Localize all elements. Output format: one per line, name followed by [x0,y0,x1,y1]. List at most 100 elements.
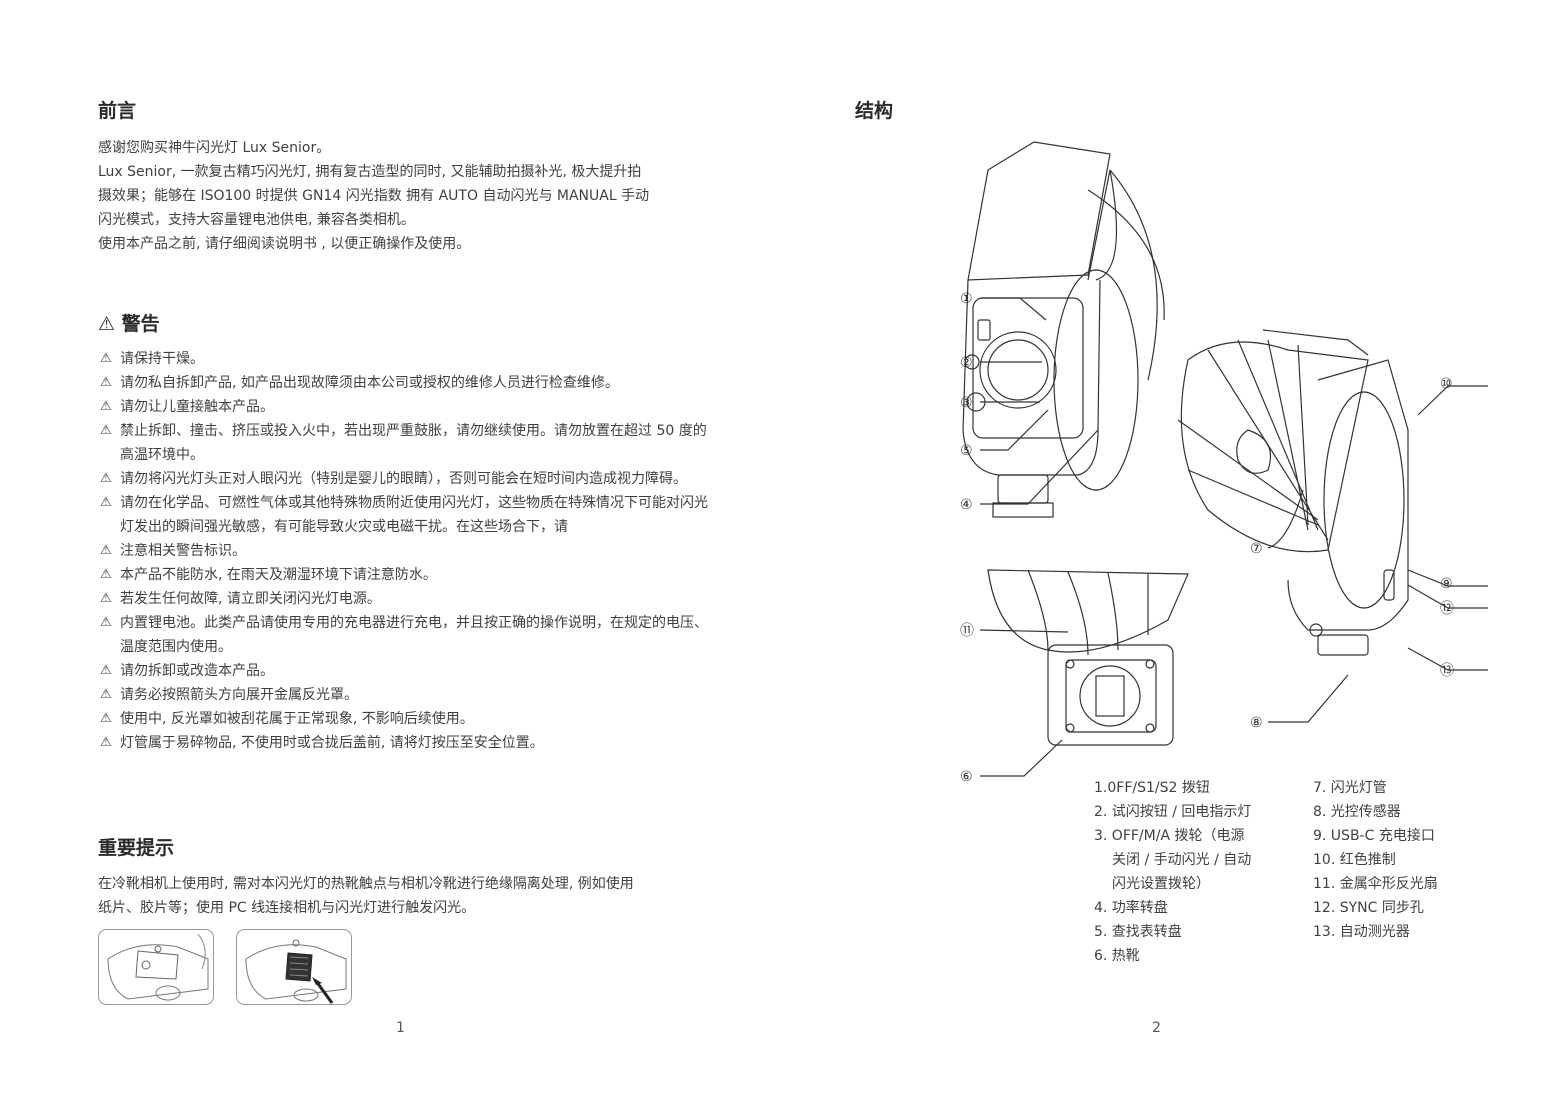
list-item: ⚠ 请勿在化学品、可燃性气体或其他特殊物质附近使用闪光灯，这些物质在特殊情况下可能… [100,491,710,539]
warning-item-text: 请务必按照箭头方向展开金属反光罩。 [120,687,358,703]
callout-13: ⑬ [1440,663,1454,679]
hot-shoe-front [997,474,1049,504]
warning-triangle-icon: ⚠ [100,615,112,630]
list-item: ⚠ 请保持干燥。 [100,347,710,371]
page-number: 2 [1152,1020,1161,1036]
warning-item-text: 请保持干燥。 [120,351,204,367]
warning-item-text: 请勿让儿童接触本产品。 [120,399,274,415]
warning-triangle-icon: ⚠ [98,313,116,335]
list-item: ⚠ 请勿私自拆卸产品, 如产品出现故障须由本公司或授权的维修人员进行检查维修。 [100,371,710,395]
list-item: ⚠灯管属于易碎物品, 不使用时或合拢后盖前, 请将灯按压至安全位置。 [100,731,710,755]
list-item: ⚠ 请勿让儿童接触本产品。 [100,395,710,419]
legend-item: 13. 自动测光器 [1313,924,1410,940]
legend-item: 4. 功率转盘 [1094,900,1168,916]
flash-body-rear [1287,359,1409,631]
control-panel-front [972,297,1084,439]
warning-triangle-icon: ⚠ [100,711,112,726]
warning-list: ⚠ 请保持干燥。 ⚠ 请勿私自拆卸产品, 如产品出现故障须由本公司或授权的维修人员进… [100,347,710,755]
list-item: ⚠请勿将闪光灯头正对人眼闪光（特别是婴儿的眼睛），否则可能会在短时间内造成视力障… [100,467,710,491]
callout-7: ⑦ [1250,541,1263,557]
list-item: ⚠禁止拆卸、撞击、挤压或投入火中，若出现严重鼓胀，请勿继续使用。请勿放置在超过 … [100,419,710,467]
callout-6: ⑥ [960,769,973,785]
preface-line: 感谢您购买神牛闪光灯 Lux Senior。 [98,140,331,156]
insulated-hotshoe-illustration [236,929,352,1005]
warning-triangle-icon: ⚠ [100,495,112,510]
warning-item-text: 请勿将闪光灯头正对人眼闪光（特别是婴儿的眼睛），否则可能会在短时间内造成视力障碍… [120,471,687,487]
list-item: ⚠使用中, 反光罩如被刮花属于正常现象, 不影响后续使用。 [100,707,710,731]
legend-item: 7. 闪光灯管 [1313,780,1387,796]
legend-item: 闪光设置拨轮） [1112,876,1210,892]
callout-12: ⑫ [1440,601,1454,617]
callout-1: ① [960,291,973,307]
reflector-fan [1087,169,1158,381]
warning-title: ⚠ 警告 [98,309,160,336]
legend-item: 9. USB-C 充电接口 [1313,828,1435,844]
list-item: ⚠ 本产品不能防水, 在雨天及潮湿环境下请注意防水。 [100,563,710,587]
warning-triangle-icon: ⚠ [100,375,112,390]
list-item: ⚠ 内置锂电池。此类产品请使用专用的充电器进行充电，并且按正确的操作说明，在规定的… [100,611,710,659]
warning-item-text: 请勿在化学品、可燃性气体或其他特殊物质附近使用闪光灯，这些物质在特殊情况下可能对… [120,495,708,535]
warning-triangle-icon: ⚠ [100,399,112,414]
tips-line: 在冷靴相机上使用时, 需对本闪光灯的热靴触点与相机冷靴进行绝缘隔离处理, 例如使… [98,876,634,892]
battery-cover-rear [1323,391,1405,609]
test-button [964,354,980,370]
legend-item: 1.0FF/S1/S2 拨钮 [1094,780,1210,796]
page-number: 1 [396,1020,405,1036]
warning-triangle-icon: ⚠ [100,351,112,366]
callout-4: ④ [960,497,973,513]
warning-triangle-icon: ⚠ [100,663,112,678]
callout-8: ⑧ [1250,715,1263,731]
right-page: 结构 [778,0,1557,1104]
warning-triangle-icon: ⚠ [100,567,112,582]
warning-item-text: 请勿私自拆卸产品, 如产品出现故障须由本公司或授权的维修人员进行检查维修。 [120,375,619,391]
preface-line: 闪光模式，支持大容量锂电池供电, 兼容各类相机。 [98,212,415,228]
list-item: ⚠ 若发生任何故障, 请立即关闭闪光灯电源。 [100,587,710,611]
callout-9: ⑨ [1440,576,1453,592]
tips-text: 在冷靴相机上使用时, 需对本闪光灯的热靴触点与相机冷靴进行绝缘隔离处理, 例如使… [98,872,710,920]
tips-line: 纸片、胶片等；使用 PC 线连接相机与闪光灯进行触发闪光。 [98,900,476,916]
legend-item: 8. 光控传感器 [1313,804,1401,820]
reflector-bottom [987,569,1189,653]
warning-item-text: 注意相关警告标识。 [120,543,246,559]
callout-11: ⑪ [960,623,974,639]
preface-line: 摄效果；能够在 ISO100 时提供 GN14 闪光指数 拥有 AUTO 自动闪… [98,188,650,204]
callout-3: ③ [960,395,973,411]
usb-c-port [1383,569,1395,601]
warning-item-text: 若发生任何故障, 请立即关闭闪光灯电源。 [120,591,381,607]
power-dial [979,331,1057,409]
tips-title: 重要提示 [98,837,175,859]
legend-item: 10. 红色推制 [1313,852,1396,868]
warning-triangle-icon: ⚠ [100,423,112,438]
hot-shoe-rear [1317,634,1369,656]
flash-structure-diagram: ① ② ③ ⑤ ④ ⑪ ⑥ ⑦ ⑧ [960,141,1488,785]
warning-item-text: 本产品不能防水, 在雨天及潮湿环境下请注意防水。 [120,567,437,583]
legend-item: 2. 试闪按钮 / 回电指示灯 [1094,804,1252,820]
list-item: ⚠请务必按照箭头方向展开金属反光罩。 [100,683,710,707]
hotshoe-illustration [98,929,214,1005]
legend-item: 5. 查找表转盘 [1094,924,1182,940]
preface-line: 使用本产品之前, 请仔细阅读说明书 , 以便正确操作及使用。 [98,236,471,252]
flash-head-front [967,141,1111,281]
structure-title: 结构 [855,100,894,122]
warning-triangle-icon: ⚠ [100,735,112,750]
structure-legend-right: 7. 闪光灯管 8. 光控传感器 9. USB-C 充电接口 10. 红色推制 … [1313,776,1438,944]
legend-item: 关闭 / 手动闪光 / 自动 [1112,852,1252,868]
callout-2: ② [960,355,973,371]
preface-line: Lux Senior, 一款复古精巧闪光灯, 拥有复古造型的同时, 又能辅助拍摄… [98,164,642,180]
warning-triangle-icon: ⚠ [100,591,112,606]
preface-title: 前言 [98,100,137,122]
warning-item-text: 请勿拆卸或改造本产品。 [120,663,274,679]
callout-5: ⑤ [960,443,973,459]
legend-item: 6. 热靴 [1094,948,1140,964]
light-sensor [1309,623,1323,637]
hot-shoe-bottom [1079,665,1141,727]
preface-text: 感谢您购买神牛闪光灯 Lux Senior。 Lux Senior, 一款复古精… [98,136,710,256]
warning-title-text: 警告 [121,313,160,335]
warning-item-text: 内置锂电池。此类产品请使用专用的充电器进行充电，并且按正确的操作说明，在规定的电… [120,615,708,655]
legend-item: 11. 金属伞形反光扇 [1313,876,1438,892]
left-page: 前言 感谢您购买神牛闪光灯 Lux Senior。 Lux Senior, 一款… [0,0,778,1104]
legend-item: 12. SYNC 同步孔 [1313,900,1424,916]
reflector-rear [1180,341,1369,553]
battery-cover [1053,269,1139,491]
warning-triangle-icon: ⚠ [100,543,112,558]
